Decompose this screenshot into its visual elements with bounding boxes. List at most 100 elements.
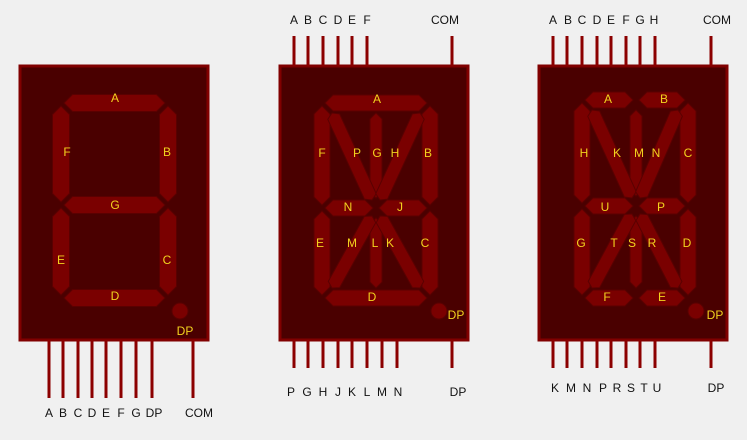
segment-label: H <box>391 146 400 160</box>
pin-label: G <box>302 385 311 399</box>
pin-label: DP <box>146 406 163 420</box>
segment-f <box>313 105 331 206</box>
pin-label: COM <box>431 13 459 27</box>
segment-a <box>324 94 428 112</box>
pin-label: R <box>613 381 622 395</box>
segment-b <box>638 91 686 109</box>
pin-label: G <box>635 13 644 27</box>
decimal-point-dot <box>171 302 189 320</box>
segment-k <box>375 215 425 289</box>
pin-label: E <box>607 13 615 27</box>
segment-d <box>324 289 428 307</box>
segment-label: M <box>347 236 357 250</box>
segment-a <box>584 91 634 109</box>
segment-f <box>52 105 70 203</box>
segment-c <box>421 210 439 296</box>
segment-label: A <box>604 92 612 106</box>
segment-c <box>159 207 177 296</box>
pin-label: C <box>578 13 587 27</box>
segment-label: E <box>658 290 666 304</box>
segment-label: B <box>163 145 171 159</box>
pin-label: F <box>622 13 629 27</box>
segment-label: DP <box>177 324 194 338</box>
segment-label: N <box>344 200 353 214</box>
pin-label: S <box>627 381 635 395</box>
pin-label: C <box>319 13 328 27</box>
pin-label: COM <box>185 406 213 420</box>
segment-label: G <box>110 198 119 212</box>
segment-b <box>159 105 177 203</box>
segment-label: U <box>601 200 610 214</box>
segment-g <box>63 196 166 214</box>
segment-label: E <box>316 236 324 250</box>
pin-label: D <box>593 13 602 27</box>
pin-label: F <box>363 13 370 27</box>
segment-m <box>327 215 377 289</box>
segment-label: M <box>634 146 644 160</box>
segment-label: J <box>397 200 403 214</box>
pin-label: E <box>102 406 110 420</box>
segment-h <box>375 112 425 201</box>
segment-label: D <box>683 236 692 250</box>
pin-label: A <box>549 13 557 27</box>
pin-label: H <box>650 13 659 27</box>
segment-label: N <box>652 146 661 160</box>
segment-f <box>584 289 634 307</box>
segment-m <box>629 109 643 197</box>
segment-label: B <box>660 92 668 106</box>
segment-label: K <box>386 236 394 250</box>
segment-d <box>679 208 697 296</box>
pin-label: DP <box>708 381 725 395</box>
segment-g <box>573 208 591 296</box>
pin-label: A <box>290 13 298 27</box>
segment-b <box>421 105 439 206</box>
pin-label: L <box>364 385 371 399</box>
pin-label: K <box>551 381 559 395</box>
pin-label: B <box>564 13 572 27</box>
pin-label: T <box>640 381 648 395</box>
pin-label: COM <box>703 13 731 27</box>
pin-label: P <box>287 385 295 399</box>
pin-label: B <box>59 406 67 420</box>
segment-label: C <box>684 146 693 160</box>
pin-label: A <box>45 406 53 420</box>
pin-label: F <box>117 406 124 420</box>
segment-label: P <box>353 146 361 160</box>
pin-label: U <box>653 381 662 395</box>
segment-r <box>635 213 683 289</box>
segment-label: L <box>372 236 379 250</box>
segment-label: S <box>628 236 636 250</box>
segment-j <box>378 199 428 217</box>
segment-g <box>369 112 383 199</box>
segment-a <box>63 94 166 112</box>
segment-p <box>327 112 377 201</box>
decimal-point-dot <box>687 302 705 320</box>
pin-label: N <box>394 385 403 399</box>
segment-label: B <box>424 146 432 160</box>
segment-label: A <box>111 91 119 105</box>
segment-label: R <box>648 236 657 250</box>
pin-label: DP <box>450 385 467 399</box>
segment-e <box>638 289 686 307</box>
segment-label: C <box>163 253 172 267</box>
segment-label: D <box>368 290 377 304</box>
segment-label: DP <box>448 308 465 322</box>
pin-label: J <box>335 385 341 399</box>
pin-label: M <box>566 381 576 395</box>
segment-label: D <box>111 289 120 303</box>
segment-e <box>313 210 331 296</box>
segment-label: G <box>576 236 585 250</box>
segment-t <box>587 213 637 289</box>
segment-label: F <box>603 290 610 304</box>
segment-d <box>63 289 166 307</box>
segment-u <box>584 197 634 215</box>
segment-k <box>587 109 637 199</box>
segment-label: A <box>373 92 381 106</box>
segment-label: T <box>610 236 618 250</box>
segment-n <box>635 109 683 199</box>
segment-c <box>679 102 697 204</box>
pin-label: H <box>319 385 328 399</box>
